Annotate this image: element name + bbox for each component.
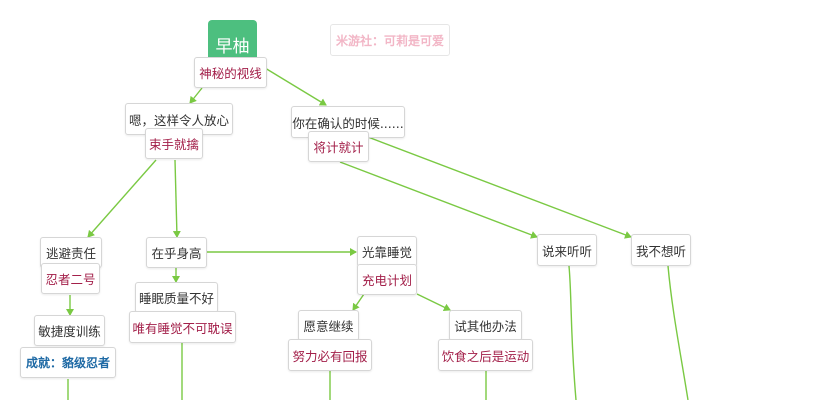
edge-8-9 bbox=[352, 293, 365, 311]
watermark: 米游社：可莉是可爱 bbox=[330, 24, 450, 56]
node-avoid-responsibility[interactable]: 逃避责任 bbox=[40, 237, 102, 268]
node-tag-charge-plan[interactable]: 充电计划 bbox=[357, 264, 417, 295]
node-agility-training[interactable]: 敏捷度训练 bbox=[34, 315, 105, 346]
edge-1-2 bbox=[189, 87, 203, 104]
node-willing-continue[interactable]: 愿意继续 bbox=[298, 310, 359, 341]
edge-2-6 bbox=[172, 159, 181, 238]
node-poor-sleep[interactable]: 睡眠质量不好 bbox=[135, 282, 218, 313]
node-try-other-ways[interactable]: 试其他办法 bbox=[449, 310, 522, 341]
node-sleep-only[interactable]: 光靠睡觉 bbox=[357, 236, 417, 267]
edge-3-11 bbox=[339, 161, 538, 239]
edge-3-12 bbox=[367, 136, 632, 239]
node-tag-diet-then-exercise[interactable]: 饮食之后是运动 bbox=[438, 339, 533, 371]
edge-1-3 bbox=[264, 67, 327, 106]
node-tell-me[interactable]: 说来听听 bbox=[537, 234, 597, 266]
node-care-about-height[interactable]: 在乎身高 bbox=[146, 237, 207, 268]
node-tag-surrender[interactable]: 束手就擒 bbox=[145, 128, 203, 159]
edge-11-down bbox=[568, 265, 577, 400]
edge-12-down bbox=[667, 265, 689, 400]
node-tag-counterplan[interactable]: 将计就计 bbox=[308, 131, 369, 162]
node-achievement-badger-ninja[interactable]: 成就：貉级忍者 bbox=[20, 347, 116, 378]
node-dont-want-hear[interactable]: 我不想听 bbox=[631, 234, 691, 266]
node-tag-effort-pays[interactable]: 努力必有回报 bbox=[288, 339, 372, 371]
edge-2-4 bbox=[87, 159, 157, 238]
node-tag-mysterious-gaze[interactable]: 神秘的视线 bbox=[194, 57, 267, 88]
node-tag-sleep-priority[interactable]: 唯有睡觉不可耽误 bbox=[129, 311, 236, 343]
edge-8-10 bbox=[416, 293, 451, 311]
node-tag-ninja-two[interactable]: 忍者二号 bbox=[41, 263, 100, 294]
